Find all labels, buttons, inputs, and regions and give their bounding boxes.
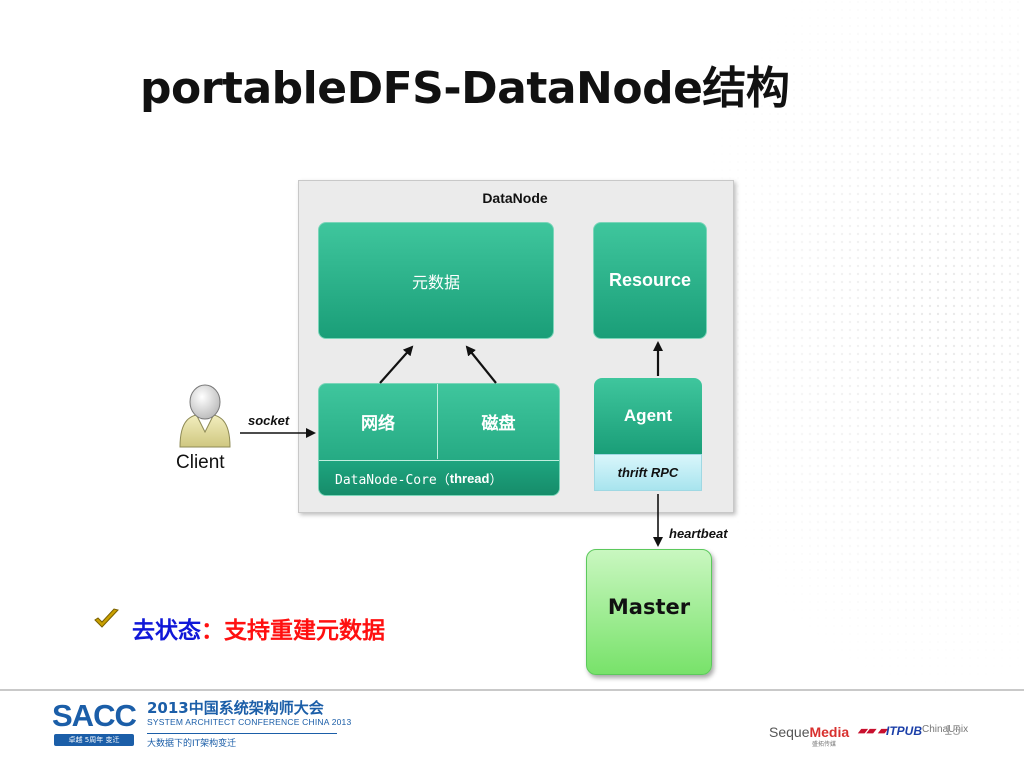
conference-title-en: SYSTEM ARCHITECT CONFERENCE CHINA 2013 <box>147 717 352 727</box>
agent-box: Agent <box>594 378 702 454</box>
page-title: portableDFS-DataNode结构 <box>140 63 790 114</box>
client-label: Client <box>176 452 225 473</box>
client-person-icon <box>179 384 231 448</box>
datanode-core-box: 网络 磁盘 DataNode-Core（thread） <box>318 383 560 496</box>
note-value: 支持重建元数据 <box>224 618 385 644</box>
sacc-logo: SACC <box>52 698 137 733</box>
seque-word: Seque <box>769 724 810 740</box>
chinaunix-logo: ChinaUnix <box>922 724 969 735</box>
arrow-disk-to-metadata <box>465 345 497 384</box>
note-text: 去状态：支持重建元数据 <box>132 611 385 645</box>
conference-slogan: 大数据下的IT架构变迁 <box>147 733 337 749</box>
resource-box: Resource <box>593 222 707 339</box>
note-key: 去状态 <box>132 618 201 644</box>
network-cell: 网络 <box>319 384 438 459</box>
master-box: Master <box>586 549 712 675</box>
datanode-core-label: DataNode-Core（thread） <box>319 460 559 495</box>
core-label-thread: thread <box>449 470 490 486</box>
disk-cell: 磁盘 <box>481 414 516 434</box>
sacc-logo-tag: 卓越 5周年 变迁 <box>54 734 134 746</box>
media-word: Media <box>809 724 850 740</box>
metadata-box: 元数据 <box>318 222 554 339</box>
page-number: 15 <box>944 722 961 739</box>
sponsor-logo-2: ▰▰ ▰ <box>858 725 887 737</box>
seque-media-sub: 盛拓传媒 <box>812 741 837 748</box>
core-label-close: ） <box>489 472 503 488</box>
thrift-rpc-box: thrift RPC <box>594 454 702 491</box>
datanode-container-label: DataNode <box>482 190 548 206</box>
itpub-logo: ITPUB <box>886 724 922 738</box>
heartbeat-label: heartbeat <box>669 526 728 541</box>
conference-title-cn: 2013中国系统架构师大会 <box>147 699 324 717</box>
note-colon: ： <box>201 618 224 644</box>
arrow-network-to-metadata <box>379 345 414 384</box>
seque-media-logo: SequeMedia <box>769 724 849 740</box>
footer-divider <box>0 689 1024 691</box>
core-label-name: DataNode-Core（ <box>335 472 450 488</box>
checkmark-icon <box>94 608 119 628</box>
socket-label: socket <box>248 413 290 428</box>
